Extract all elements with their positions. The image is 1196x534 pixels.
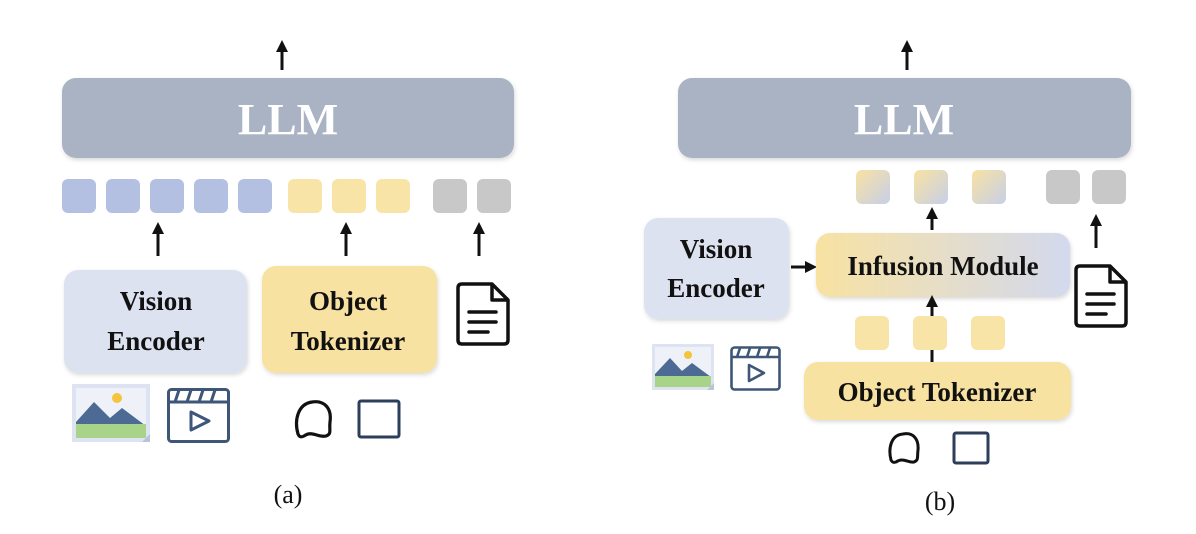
freeform-mask-icon [888, 432, 920, 464]
vision-encoder-box-a [64, 270, 247, 373]
vision-token [62, 179, 96, 213]
vision-encoder-box-b [644, 218, 789, 319]
vision-tokens-a [62, 179, 272, 213]
text-token [1046, 170, 1080, 204]
document-icon [1074, 264, 1128, 328]
object-token [971, 316, 1005, 350]
vision-token [150, 179, 184, 213]
object-tokenizer-label-line1-a: Object [309, 286, 387, 316]
llm-box-a [62, 78, 514, 158]
vision-encoder-label-line1-b: Vision [680, 234, 753, 264]
text-tokens-a [433, 179, 511, 213]
vision-token [106, 179, 140, 213]
text-token [477, 179, 511, 213]
image-icon [652, 344, 714, 390]
object-tokenizer-label-b: Object Tokenizer [838, 377, 1037, 407]
llm-label-a: LLM [238, 95, 338, 144]
fused-token [856, 170, 890, 204]
fused-token [972, 170, 1006, 204]
vision-token [238, 179, 272, 213]
object-tokenizer-box-a [262, 266, 437, 373]
text-token [1092, 170, 1126, 204]
object-token [332, 179, 366, 213]
object-tokens-a [288, 179, 410, 213]
video-icon [167, 388, 230, 443]
document-icon [456, 282, 510, 346]
llm-label-b: LLM [854, 95, 954, 144]
object-token [288, 179, 322, 213]
vision-token [194, 179, 228, 213]
object-token [855, 316, 889, 350]
object-tokenizer-box-b [804, 362, 1071, 420]
vision-encoder-label-line2-a: Encoder [107, 326, 205, 356]
object-tokens-b [855, 316, 1005, 350]
object-token [913, 316, 947, 350]
panel-a: LLM Vision Encoder Object Tokenizer [62, 40, 514, 509]
fused-tokens-b [856, 170, 1006, 204]
text-tokens-b [1046, 170, 1126, 204]
fused-token [914, 170, 948, 204]
object-token [376, 179, 410, 213]
caption-a: (a) [274, 480, 303, 509]
freeform-mask-icon [294, 400, 332, 439]
panel-b: LLM Vision Encoder Infusion Module [644, 40, 1131, 516]
llm-box-b [678, 78, 1131, 158]
caption-b: (b) [925, 487, 955, 516]
text-token [433, 179, 467, 213]
infusion-module-label-b: Infusion Module [847, 251, 1038, 281]
vision-encoder-label-line1-a: Vision [120, 286, 193, 316]
image-icon [72, 384, 150, 442]
box-icon [357, 399, 401, 439]
box-icon [952, 431, 990, 465]
video-icon [730, 346, 781, 391]
object-tokenizer-label-line2-a: Tokenizer [291, 326, 406, 356]
vision-encoder-label-line2-b: Encoder [667, 273, 765, 303]
infusion-module-box-b [816, 233, 1070, 297]
